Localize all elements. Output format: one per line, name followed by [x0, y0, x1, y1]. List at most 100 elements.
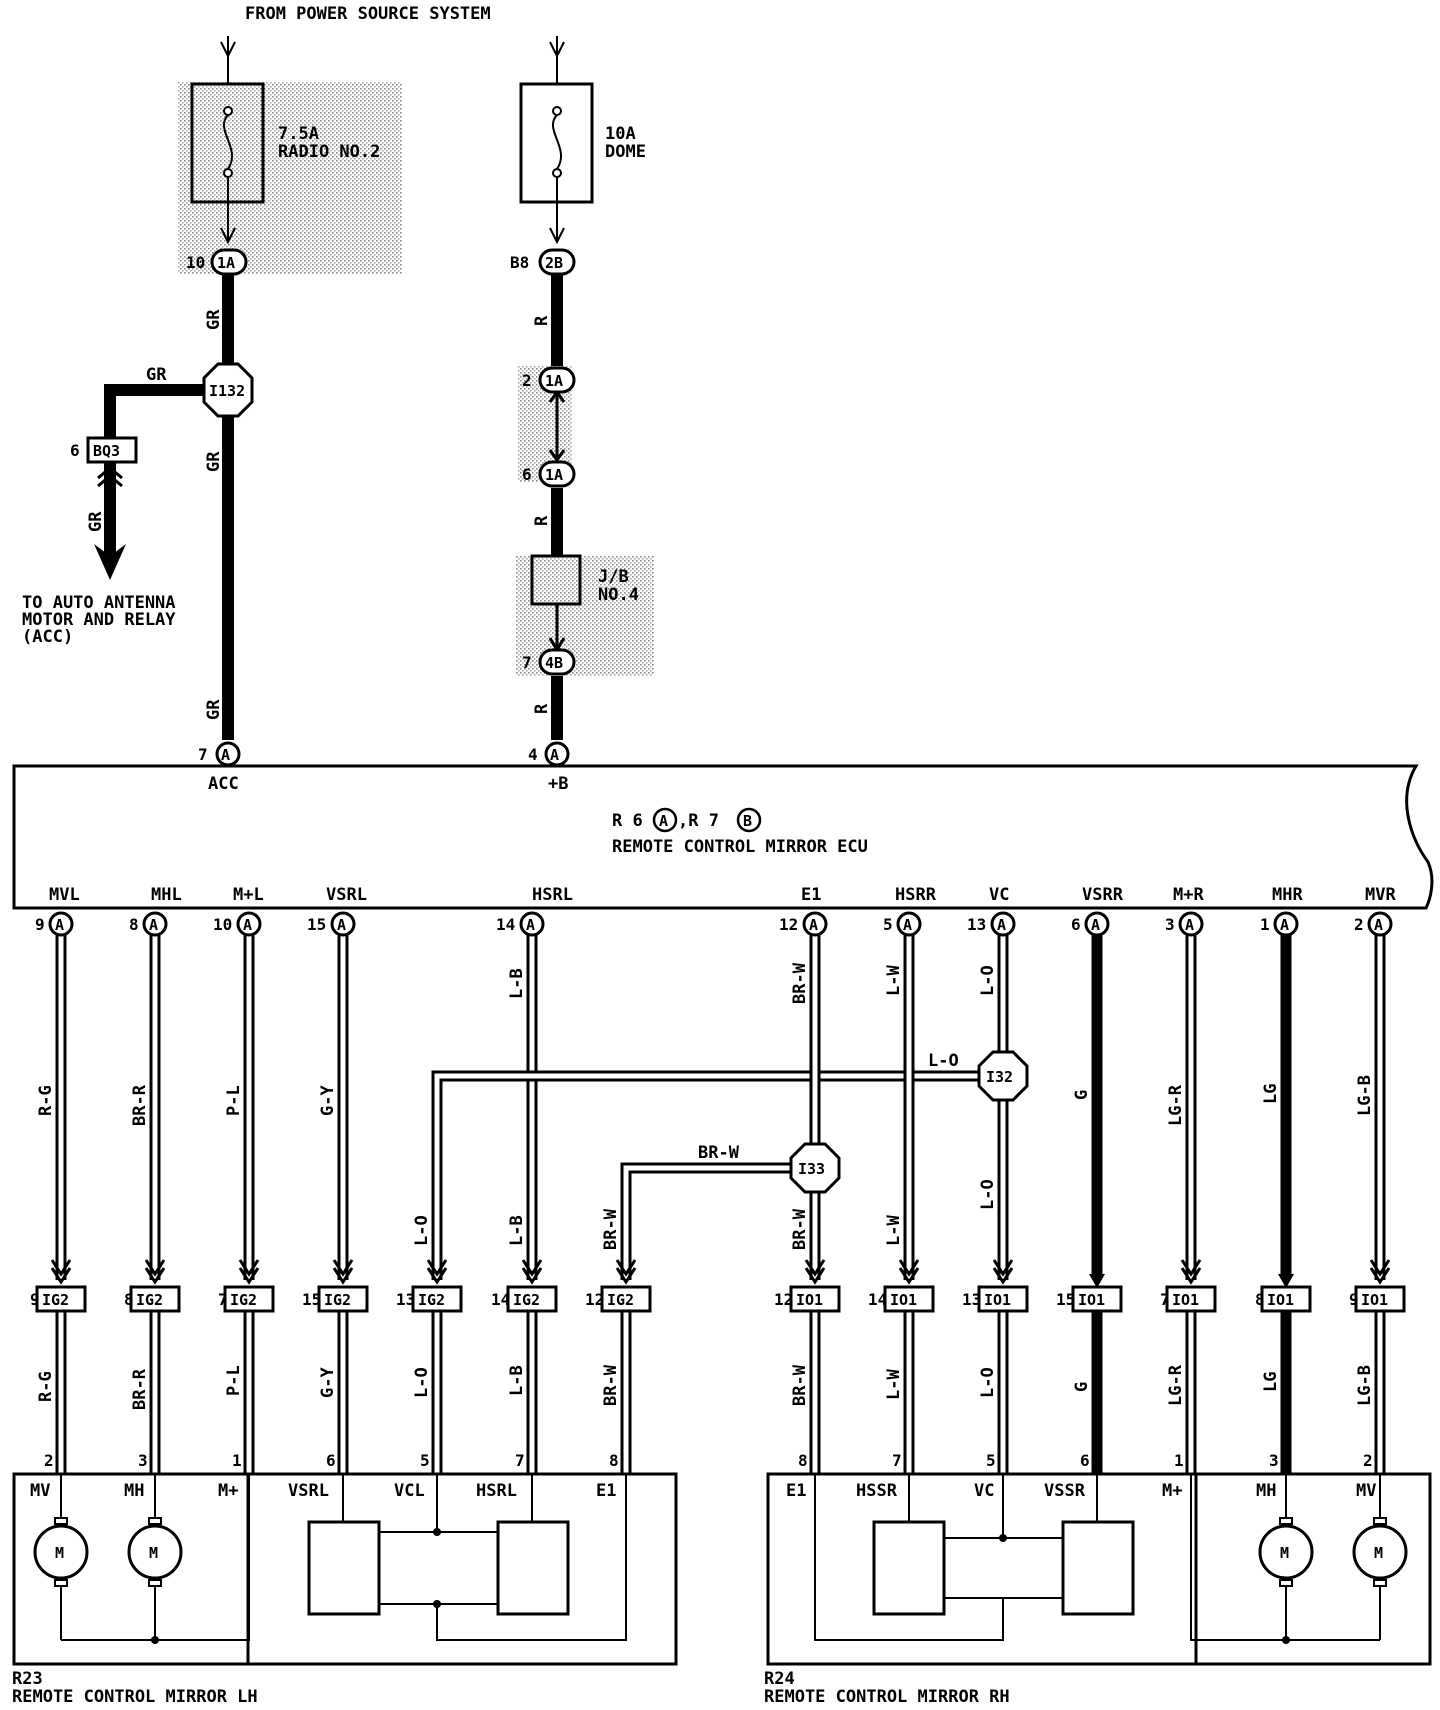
wire-label-lower-4: L-O — [412, 1367, 432, 1398]
wire-r-thin — [548, 389, 566, 653]
arrow-lo-lh — [426, 1259, 448, 1285]
wire-label-lower-3: G-Y — [318, 1367, 338, 1398]
wire-label-gr-4: GR — [86, 511, 106, 532]
conn-radio-1a-id: 1A — [217, 254, 235, 272]
wire-label-lower-0: R-G — [36, 1371, 56, 1402]
wire-label-gr-1: GR — [204, 309, 224, 330]
conn-radio-1a — [210, 248, 248, 276]
ecu-title: R 6 A ,R 7 B — [612, 807, 762, 833]
mirror-lh-pin-2: 1 — [232, 1451, 242, 1470]
svg-text:IG2: IG2 — [230, 1291, 257, 1309]
wire-label-upper-8: G — [1072, 1090, 1092, 1100]
wire-label-upper-1: BR-R — [130, 1084, 150, 1126]
wire-label-lower-8: L-W — [884, 1369, 904, 1400]
svg-text:A: A — [221, 746, 230, 764]
svg-text:13: 13 — [396, 1290, 415, 1309]
motor-symbol: M — [149, 1544, 158, 1562]
svg-text:6: 6 — [1071, 915, 1081, 934]
wire-label-upper-12: L-O — [412, 1215, 432, 1246]
svg-text:IO1: IO1 — [984, 1291, 1011, 1309]
mirror-rh-pin-3: 6 — [1080, 1451, 1090, 1470]
wire-label-upper-11: LG-B — [1355, 1075, 1375, 1116]
svg-text:13: 13 — [962, 1290, 981, 1309]
svg-text:14: 14 — [496, 915, 515, 934]
svg-text:A: A — [149, 916, 158, 934]
svg-text:A: A — [1091, 916, 1100, 934]
mirror-lh-term-vsrl: VSRL — [288, 1481, 329, 1501]
conn-1a-pin2-id: 1A — [545, 372, 563, 390]
fuse-dome-name: DOME — [605, 142, 646, 162]
wire-label-r-1: R — [532, 315, 552, 326]
svg-text:HSRR: HSRR — [895, 885, 937, 905]
mirror-lh-pin-0: 2 — [44, 1451, 54, 1470]
mirror-rh-pin-2: 5 — [986, 1451, 996, 1470]
ecu-top-pin-acc: A — [215, 741, 241, 767]
motor-symbol: M — [1280, 1544, 1289, 1562]
mirror-rh-e1-line — [814, 1474, 1004, 1641]
mirror-lh-pin-5: 7 — [515, 1451, 525, 1470]
svg-text:2: 2 — [1354, 915, 1364, 934]
mirror-rh-sensor-v — [1061, 1520, 1135, 1616]
svg-text:IG2: IG2 — [607, 1291, 634, 1309]
fuse-radio-no2 — [190, 82, 265, 245]
arrow-rg-lh — [50, 1259, 72, 1285]
ecu-bottom-pins: MVLA9MHLA8M+LA10VSRLA15HSRLA14E1A12HSRRA… — [35, 885, 1396, 937]
svg-text:VSRR: VSRR — [1082, 885, 1124, 905]
svg-text:,R 7: ,R 7 — [678, 811, 719, 831]
mirror-lh-box — [12, 1472, 678, 1666]
arrow-lgr-rh — [1180, 1259, 1202, 1285]
ecu-box — [12, 764, 1434, 910]
wire-label-r-3: R — [532, 703, 552, 714]
svg-text:8: 8 — [129, 915, 139, 934]
mirror-lh-term-vcl: VCL — [394, 1481, 425, 1501]
header-title: FROM POWER SOURCE SYSTEM — [245, 4, 491, 24]
motor-symbol: M — [55, 1544, 64, 1562]
svg-text:5: 5 — [883, 915, 893, 934]
branch-wires — [50, 935, 1391, 1474]
arrow-lg-rh — [1278, 1274, 1294, 1288]
wire-label-upper-10: LG — [1261, 1084, 1281, 1104]
mirror-rh-term-hssr: HSSR — [856, 1481, 898, 1501]
wire-label-lo-horizontal: L-O — [928, 1051, 959, 1071]
wire-label-gr-3: GR — [204, 451, 224, 472]
splice-dot — [1282, 1636, 1290, 1644]
svg-text:HSRL: HSRL — [532, 885, 573, 905]
arrow-lgb-rh — [1369, 1259, 1391, 1285]
wire-label-upper-0: R-G — [36, 1085, 56, 1116]
mirror-rh-term-mplus: M+ — [1162, 1481, 1182, 1501]
wire-label-upper-4: L-B — [507, 968, 527, 999]
arrow-g-rh — [1089, 1274, 1105, 1288]
conn-1a-pin2-pin: 2 — [522, 371, 532, 390]
svg-text:MVR: MVR — [1365, 885, 1396, 905]
arrow-pl-lh — [238, 1259, 260, 1285]
motor-lh-mh: M — [127, 1474, 183, 1640]
mirror-rh-motor-section — [1194, 1472, 1432, 1666]
auto-antenna-line2: MOTOR AND RELAY — [22, 610, 176, 630]
svg-text:3: 3 — [1165, 915, 1175, 934]
input-arrow-dome — [549, 36, 565, 84]
svg-text:7: 7 — [1160, 1290, 1170, 1309]
svg-text:IO1: IO1 — [796, 1291, 823, 1309]
ecu-pin-vsrr: VSRR A6 — [1071, 885, 1124, 937]
mirror-lh-id: R23 — [12, 1669, 43, 1689]
svg-text:M+R: M+R — [1173, 885, 1204, 905]
wire-gr-trunk — [104, 272, 234, 740]
mirror-lh-e1-line — [436, 1474, 627, 1641]
svg-text:7: 7 — [218, 1290, 228, 1309]
svg-text:12: 12 — [774, 1290, 793, 1309]
mirror-lh-pin-4: 5 — [420, 1451, 430, 1470]
wire-label-lower-7: BR-W — [790, 1364, 810, 1406]
svg-text:IO1: IO1 — [1172, 1291, 1199, 1309]
